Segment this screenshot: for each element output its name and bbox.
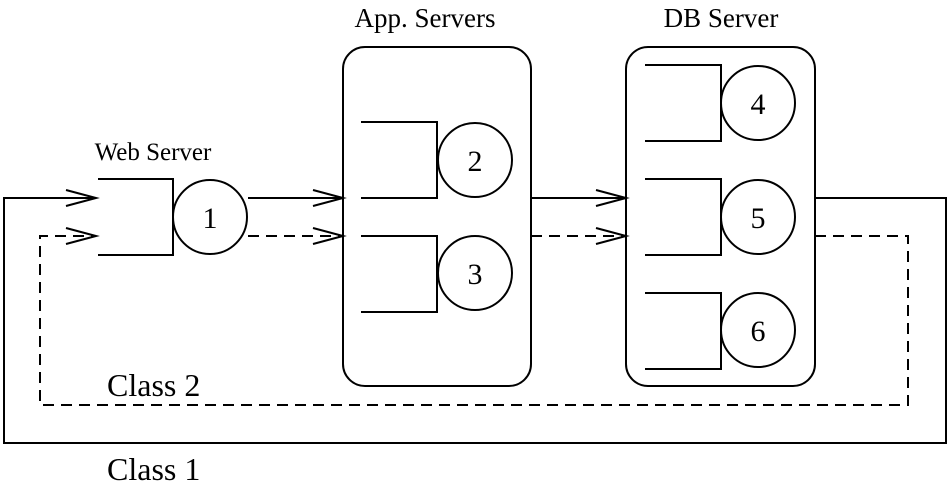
db-server-label: DB Server (664, 3, 779, 33)
app-server-queue-3: 3 (361, 235, 513, 313)
arrow-icon (595, 227, 630, 245)
node-2-label: 2 (468, 145, 483, 178)
node-5-label: 5 (751, 202, 766, 235)
node-4-label: 4 (751, 88, 766, 121)
db-server-queue-5: 5 (645, 178, 796, 256)
node-2 (437, 122, 513, 198)
app-servers-box (342, 46, 532, 387)
node-1 (172, 179, 248, 255)
app-server-queue-2: 2 (361, 121, 513, 199)
web-server-queue: 1 (98, 178, 248, 256)
arrow-icon (312, 189, 347, 207)
class-2-label: Class 2 (107, 367, 200, 403)
arrow-icon (312, 227, 347, 245)
class-1-label: Class 1 (107, 451, 200, 485)
arrow-icon (595, 189, 630, 207)
arrow-icon (65, 189, 100, 207)
db-server-box (625, 46, 816, 387)
node-1-label: 1 (203, 202, 218, 235)
class-1-route (3, 197, 947, 444)
arrow-icon (65, 227, 100, 245)
node-3 (437, 235, 513, 311)
node-4 (720, 65, 796, 141)
node-6 (720, 292, 796, 368)
node-3-label: 3 (468, 258, 483, 291)
db-server-queue-4: 4 (645, 64, 796, 142)
arrowheads (65, 189, 630, 245)
db-server-queue-6: 6 (645, 292, 796, 370)
class-2-route (39, 235, 909, 406)
web-server-label: Web Server (95, 139, 212, 166)
node-5 (720, 179, 796, 255)
node-6-label: 6 (751, 315, 766, 348)
app-servers-label: App. Servers (355, 3, 496, 33)
